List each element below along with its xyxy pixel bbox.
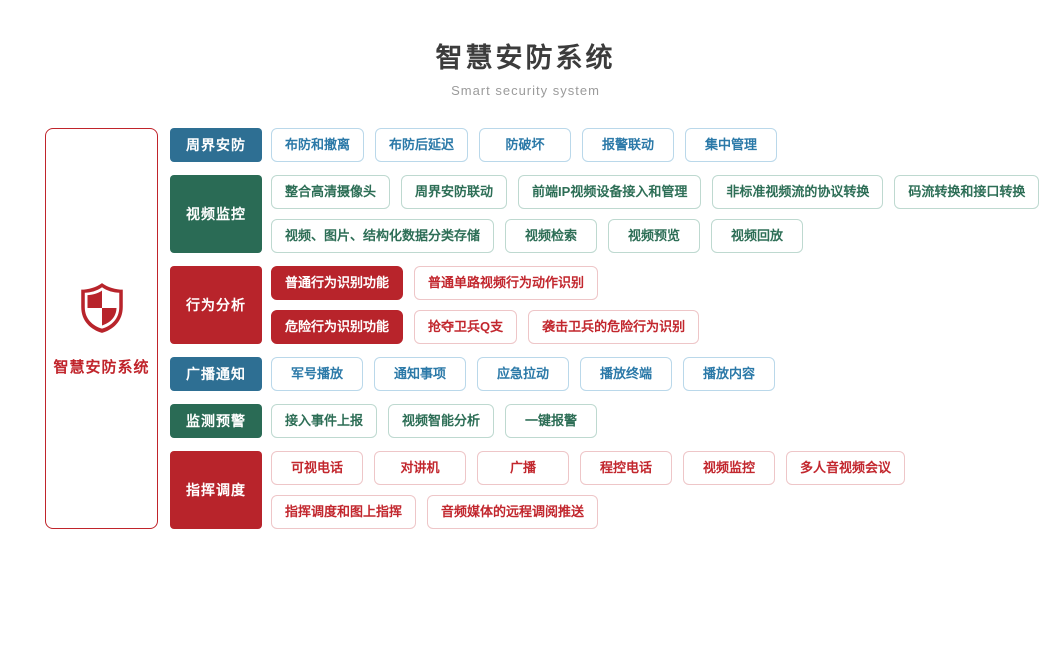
- feature-group: 视频监控整合高清摄像头周界安防联动前端IP视频设备接入和管理非标准视频流的协议转…: [170, 175, 1040, 253]
- feature-button: 军号播放: [271, 357, 363, 391]
- category-label: 指挥调度: [170, 451, 262, 529]
- feature-line: 整合高清摄像头周界安防联动前端IP视频设备接入和管理非标准视频流的协议转换码流转…: [271, 175, 1040, 209]
- feature-group: 监测预警接入事件上报视频智能分析一键报警: [170, 404, 1039, 438]
- feature-line: 指挥调度和图上指挥音频媒体的远程调阅推送: [271, 495, 905, 529]
- page-title: 智慧安防系统: [435, 43, 616, 73]
- feature-button: 可视电话: [271, 451, 363, 485]
- feature-button: 应急拉动: [477, 357, 569, 391]
- feature-button: 整合高清摄像头: [271, 175, 391, 209]
- feature-group: 行为分析普通行为识别功能普通单路视频行为动作识别危险行为识别功能抢夺卫兵Q支袭击…: [170, 266, 1039, 344]
- feature-button: 袭击卫兵的危险行为识别: [528, 310, 700, 344]
- category-label: 周界安防: [170, 128, 262, 162]
- feature-line: 视频、图片、结构化数据分类存储视频检索视频预览视频回放: [271, 219, 1039, 253]
- feature-group: 周界安防布防和撤离布防后延迟防破坏报警联动集中管理: [170, 128, 1039, 162]
- feature-button: 抢夺卫兵Q支: [414, 310, 518, 344]
- feature-button: 通知事项: [374, 357, 466, 391]
- feature-button: 接入事件上报: [271, 404, 378, 438]
- feature-group: 指挥调度可视电话对讲机广播程控电话视频监控多人音视频会议指挥调度和图上指挥音频媒…: [170, 451, 1039, 529]
- feature-button: 视频监控: [683, 451, 775, 485]
- feature-button: 布防后延迟: [375, 128, 469, 162]
- feature-button: 播放终端: [580, 357, 672, 391]
- feature-group: 广播通知军号播放通知事项应急拉动播放终端播放内容: [170, 357, 1039, 391]
- feature-line: 可视电话对讲机广播程控电话视频监控多人音视频会议: [271, 451, 906, 485]
- feature-button: 危险行为识别功能: [271, 310, 404, 344]
- feature-button: 一键报警: [505, 404, 598, 438]
- feature-button: 前端IP视频设备接入和管理: [518, 175, 702, 209]
- feature-button: 周界安防联动: [401, 175, 508, 209]
- feature-line: 危险行为识别功能抢夺卫兵Q支袭击卫兵的危险行为识别: [271, 310, 700, 344]
- feature-button: 码流转换和接口转换: [894, 175, 1040, 209]
- feature-line: 普通行为识别功能普通单路视频行为动作识别: [271, 266, 699, 300]
- feature-lines: 整合高清摄像头周界安防联动前端IP视频设备接入和管理非标准视频流的协议转换码流转…: [271, 175, 1040, 253]
- feature-button: 非标准视频流的协议转换: [712, 175, 884, 209]
- feature-button: 视频智能分析: [388, 404, 495, 438]
- feature-button: 视频回放: [711, 219, 804, 253]
- feature-diagram: 智慧安防系统 周界安防布防和撤离布防后延迟防破坏报警联动集中管理视频监控整合高清…: [45, 128, 1051, 529]
- feature-button: 视频检索: [505, 219, 598, 253]
- feature-button: 播放内容: [683, 357, 775, 391]
- category-label: 广播通知: [170, 357, 262, 391]
- feature-button: 报警联动: [582, 128, 675, 162]
- category-label: 行为分析: [170, 266, 262, 344]
- feature-button: 普通行为识别功能: [271, 266, 404, 300]
- feature-lines: 可视电话对讲机广播程控电话视频监控多人音视频会议指挥调度和图上指挥音频媒体的远程…: [271, 451, 906, 529]
- feature-button: 对讲机: [374, 451, 466, 485]
- feature-button: 多人音视频会议: [786, 451, 906, 485]
- feature-line: 布防和撤离布防后延迟防破坏报警联动集中管理: [271, 128, 778, 162]
- feature-line: 接入事件上报视频智能分析一键报警: [271, 404, 598, 438]
- feature-button: 广播: [477, 451, 569, 485]
- feature-line: 军号播放通知事项应急拉动播放终端播放内容: [271, 357, 775, 391]
- root-node-label: 智慧安防系统: [53, 358, 150, 376]
- feature-button: 布防和撤离: [271, 128, 365, 162]
- shield-icon: [77, 281, 127, 340]
- page-subtitle: Smart security system: [451, 83, 600, 98]
- page-header: 智慧安防系统 Smart security system: [0, 36, 1051, 98]
- feature-button: 指挥调度和图上指挥: [271, 495, 417, 529]
- feature-button: 集中管理: [685, 128, 778, 162]
- feature-button: 视频预览: [608, 219, 701, 253]
- feature-lines: 接入事件上报视频智能分析一键报警: [271, 404, 598, 438]
- feature-button: 普通单路视频行为动作识别: [414, 266, 599, 300]
- feature-lines: 普通行为识别功能普通单路视频行为动作识别危险行为识别功能抢夺卫兵Q支袭击卫兵的危…: [271, 266, 700, 344]
- feature-button: 防破坏: [479, 128, 572, 162]
- feature-lines: 布防和撤离布防后延迟防破坏报警联动集中管理: [271, 128, 778, 162]
- feature-button: 程控电话: [580, 451, 672, 485]
- feature-button: 视频、图片、结构化数据分类存储: [271, 219, 495, 253]
- feature-lines: 军号播放通知事项应急拉动播放终端播放内容: [271, 357, 775, 391]
- category-label: 视频监控: [170, 175, 262, 253]
- category-label: 监测预警: [170, 404, 262, 438]
- root-node: 智慧安防系统: [45, 128, 158, 529]
- feature-rows: 周界安防布防和撤离布防后延迟防破坏报警联动集中管理视频监控整合高清摄像头周界安防…: [170, 128, 1040, 529]
- feature-button: 音频媒体的远程调阅推送: [427, 495, 599, 529]
